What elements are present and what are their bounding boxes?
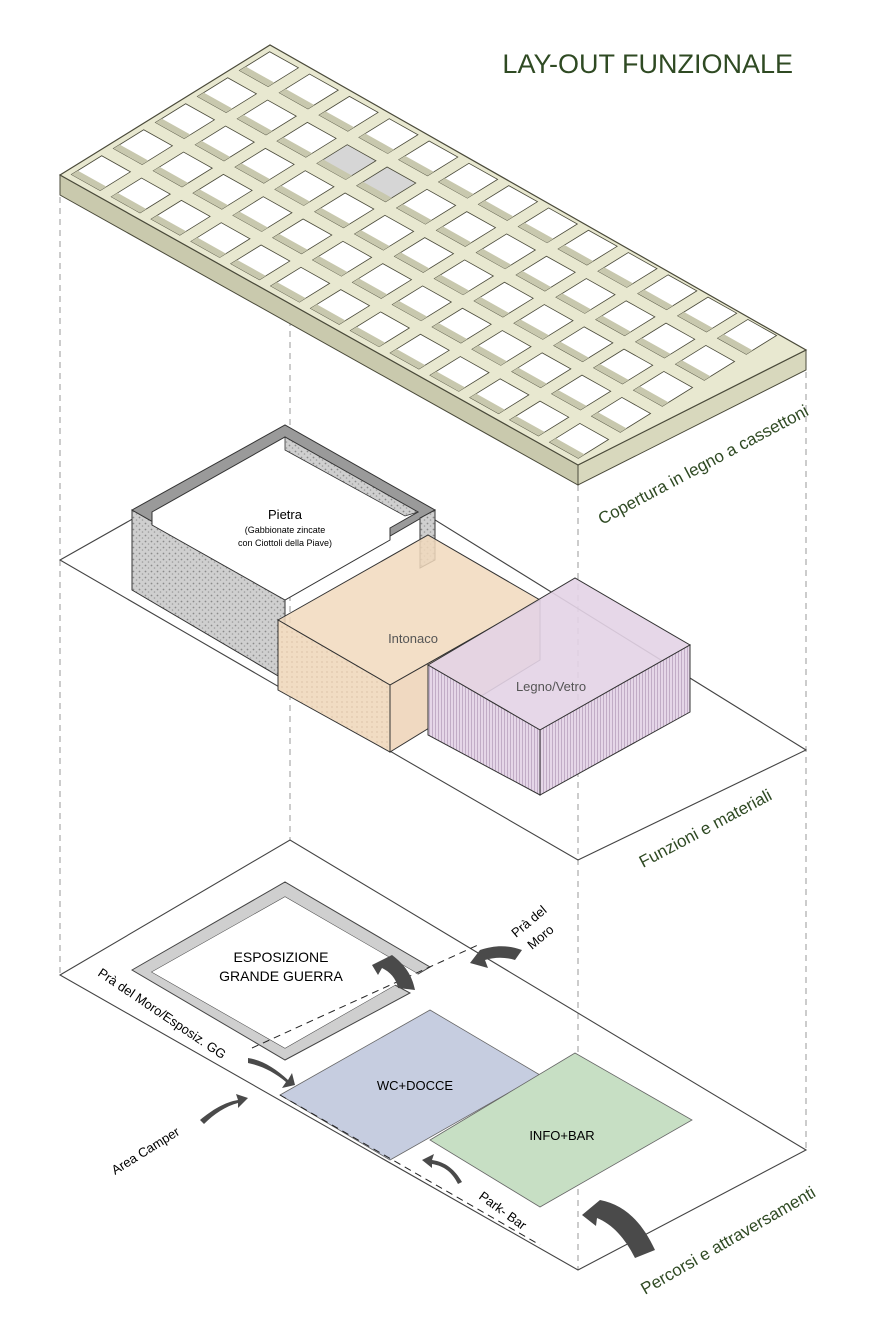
path-dashes xyxy=(251,944,541,1246)
route-camper: Area Camper xyxy=(109,1124,183,1178)
exhibition-inner xyxy=(152,897,418,1048)
info-label: INFO+BAR xyxy=(529,1128,594,1143)
roof-coffer-shadow xyxy=(398,155,434,176)
roof-coffer-shadow xyxy=(111,192,147,213)
roof-coffer-shadow xyxy=(514,319,550,340)
roof-coffer-shadow xyxy=(516,271,552,292)
plaster-label: Intonaco xyxy=(388,631,438,646)
roof-coffer-shadow xyxy=(598,267,634,288)
roof-coffer-shadow xyxy=(518,222,554,243)
roof-coffer-shadow xyxy=(432,323,468,344)
paths-layer: ESPOSIZIONE GRANDE GUERRA WC+DOCCE INFO+… xyxy=(58,839,808,1271)
arrow-entrance-icon xyxy=(582,1200,655,1258)
roof-coffer-shadow xyxy=(314,207,350,228)
roof-coffer-shadow xyxy=(478,200,514,221)
roof-coffer-shadow xyxy=(113,144,149,165)
roof-coffer-shadow xyxy=(396,204,432,225)
roof-coffer-shadow xyxy=(352,278,388,299)
roof-coffer-shadow xyxy=(310,304,346,325)
roof-coffer-shadow xyxy=(677,311,713,332)
roof-coffer-shadow xyxy=(593,363,629,384)
roof-coffer-shadow xyxy=(232,211,268,232)
roof-coffer-shadow xyxy=(197,92,233,113)
roof-coffer-shadow xyxy=(358,133,394,154)
stone-wall-inner xyxy=(284,436,420,517)
roof-coffer-shadow xyxy=(193,189,229,210)
roof-coffer-shadow xyxy=(354,230,390,251)
stone-note-1: (Gabbionate zincate xyxy=(245,525,326,535)
roof-coffer-shadow xyxy=(394,252,430,273)
roof-coffer-shadow xyxy=(239,66,275,87)
roof-coffer-shadow xyxy=(637,289,673,310)
roof-coffer-shadow xyxy=(434,274,470,295)
roof-coffer-shadow xyxy=(272,233,308,254)
arrow-esposiz-icon xyxy=(248,1058,295,1088)
roof-coffer-shadow xyxy=(675,360,711,381)
roof-coffer-shadow xyxy=(316,159,352,180)
exhibition-label-2: GRANDE GUERRA xyxy=(219,968,343,984)
roof-coffer-shadow xyxy=(350,326,386,347)
roof-coffer-shadow xyxy=(551,389,587,410)
roof-coffer-shadow xyxy=(549,438,585,459)
roof-coffer-shadow xyxy=(155,118,191,139)
diagram-title: LAY-OUT FUNZIONALE xyxy=(502,49,793,79)
materials-layer: Pietra (Gabbionate zincate con Ciottoli … xyxy=(58,424,808,861)
roof-coffer-shadow xyxy=(195,140,231,161)
roof-coffer-shadow xyxy=(558,245,594,266)
wc-label: WC+DOCCE xyxy=(377,1078,454,1093)
roof-coffer-shadow xyxy=(270,282,306,303)
exhibition-label-1: ESPOSIZIONE xyxy=(234,949,329,965)
arrow-park-icon xyxy=(422,1154,462,1184)
roof-coffer-grid xyxy=(70,51,778,459)
roof-coffer-shadow xyxy=(476,248,512,269)
roof-coffer-shadow xyxy=(235,163,271,184)
roof-coffer-shadow xyxy=(556,293,592,314)
roof-coffer-shadow xyxy=(392,300,428,321)
roof-coffer-shadow xyxy=(717,334,753,355)
roof-coffer-shadow xyxy=(237,114,273,135)
roof-coffer-shadow xyxy=(190,237,226,258)
roof-coffer-shadow xyxy=(430,371,466,392)
roof-coffer-shadow xyxy=(635,337,671,358)
roof-coffer-shadow xyxy=(274,185,310,206)
roof-coffer-shadow xyxy=(279,88,315,109)
stone-note-2: con Ciottoli della Piave) xyxy=(238,538,332,548)
roof-coffer-shadow xyxy=(472,345,508,366)
roof-coffer-shadow xyxy=(151,215,187,236)
roof-coffer-shadow xyxy=(312,256,348,277)
arrow-camper-icon xyxy=(200,1094,248,1124)
roof-coffer-shadow xyxy=(595,315,631,336)
roof-coffer-shadow xyxy=(71,170,107,191)
arrow-exhibition-icon xyxy=(372,955,415,990)
roof-coffer-shadow xyxy=(436,226,472,247)
roof-coffer-shadow xyxy=(553,341,589,362)
roof-coffer-shadow xyxy=(319,111,355,132)
paths-caption: Percorsi e attraversamenti xyxy=(638,1183,819,1299)
roof-coffer-shadow xyxy=(511,367,547,388)
arrow-pra-moro-icon xyxy=(470,946,522,968)
info-zone xyxy=(429,1052,693,1208)
wood-block-side xyxy=(539,644,691,796)
roof-coffer-shadow xyxy=(230,259,266,280)
roof-layer xyxy=(58,44,808,486)
roof-coffer-shadow xyxy=(633,386,669,407)
roof-coffer-shadow xyxy=(591,412,627,433)
roof-coffer-shadow xyxy=(153,166,189,187)
roof-coffer-shadow xyxy=(356,181,392,202)
paths-plane xyxy=(58,839,808,1271)
roof-coffer-shadow xyxy=(469,393,505,414)
wood-glass-label: Legno/Vetro xyxy=(516,679,586,694)
roof-coffer-shadow xyxy=(509,415,545,436)
roof-coffer-shadow xyxy=(474,297,510,318)
stone-label: Pietra xyxy=(268,507,303,522)
roof-coffer-shadow xyxy=(438,178,474,199)
roof-coffer-shadow xyxy=(390,349,426,370)
roof-coffer-shadow xyxy=(277,137,313,158)
route-arrows xyxy=(200,946,655,1258)
